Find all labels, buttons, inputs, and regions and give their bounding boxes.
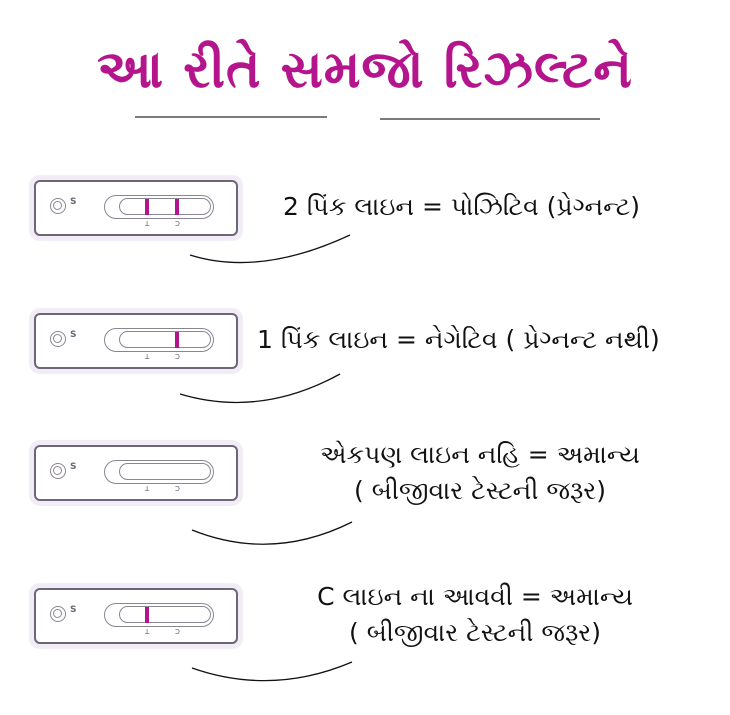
t-line [145, 199, 149, 215]
result-text-negative: 1 પિંક લાઇન = નેગેટિવ ( પ્રેગ્નન્ટ નથી) [257, 325, 660, 354]
connector-curve [191, 661, 353, 682]
t-line [145, 607, 149, 623]
page-title: આ રીતે સમજો રિઝલ્ટને [97, 40, 633, 100]
test-card-invalid-no-c: S T C [34, 588, 238, 644]
c-line [175, 199, 179, 215]
result-window [104, 603, 214, 627]
title-underline-left [135, 116, 327, 118]
t-label: T [145, 352, 150, 360]
sample-well-icon [50, 463, 66, 479]
result-text-invalid-none: એકપણ લાઇન નહિ = અમાન્ય ( બીજીવાર ટેસ્ટની… [290, 440, 670, 506]
result-line-2: ( બીજીવાર ટેસ્ટની જરૂર) [354, 476, 606, 505]
c-label: C [175, 627, 180, 635]
result-window [104, 328, 214, 352]
result-text-invalid-no-c: C લાઇન ના આવવી = અમાન્ય ( બીજીવાર ટેસ્ટન… [285, 582, 665, 648]
c-label: C [175, 219, 180, 227]
t-label: T [145, 219, 150, 227]
sample-label: S [70, 330, 77, 340]
title-underline-right [380, 118, 600, 120]
result-text-positive: 2 પિંક લાઇન = પોઝિટિવ (પ્રેગ્નન્ટ) [283, 192, 640, 221]
test-card-negative: S T C [34, 313, 238, 369]
connector-curve [189, 234, 351, 264]
result-line-1: C લાઇન ના આવવી = અમાન્ય [317, 582, 633, 611]
test-card-invalid-none: S T C [34, 445, 238, 501]
c-label: C [175, 484, 180, 492]
t-label: T [145, 627, 150, 635]
result-line-1: એકપણ લાઇન નહિ = અમાન્ય [320, 440, 640, 469]
result-line-2: ( બીજીવાર ટેસ્ટની જરૂર) [349, 618, 601, 647]
sample-label: S [70, 605, 77, 615]
sample-well-icon [50, 331, 66, 347]
test-card-positive: S T C [34, 180, 238, 236]
connector-curve [191, 521, 353, 545]
c-label: C [175, 352, 180, 360]
result-window [104, 460, 214, 484]
sample-label: S [70, 462, 77, 472]
sample-well-icon [50, 198, 66, 214]
sample-label: S [70, 197, 77, 207]
connector-curve [179, 373, 341, 404]
t-label: T [145, 484, 150, 492]
sample-well-icon [50, 606, 66, 622]
result-window [104, 195, 214, 219]
c-line [175, 332, 179, 348]
